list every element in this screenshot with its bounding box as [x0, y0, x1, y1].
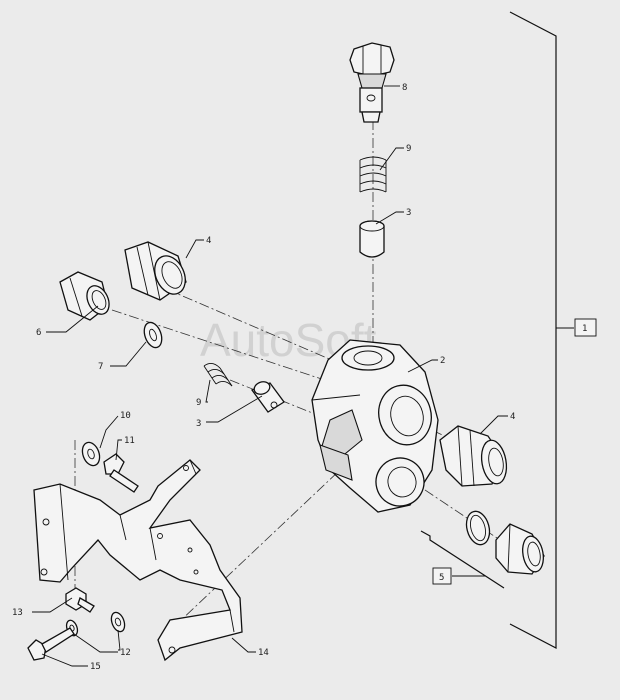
callout-14: 14 [258, 648, 269, 658]
adapter-fitting-4-left [124, 241, 187, 301]
washer-7 [143, 321, 163, 349]
leader-lines [32, 85, 508, 667]
spring-9-middle [203, 363, 233, 387]
valve-body-2 [311, 339, 439, 513]
callout-13: 13 [12, 608, 23, 618]
elbow-fitting-6 [59, 271, 110, 321]
callout-8: 8 [402, 83, 407, 93]
washer-12 [65, 611, 126, 637]
sub-bracket-5 [420, 530, 505, 589]
callout-1: 1 [582, 324, 587, 334]
callout-4-left: 4 [206, 236, 211, 246]
callout-12: 12 [120, 648, 131, 658]
callout-box-5 [432, 567, 452, 585]
spring-9-top [359, 156, 387, 193]
valve-seat-3-top [359, 220, 385, 258]
washer-10 [81, 441, 101, 467]
callout-11: 11 [124, 436, 135, 446]
callout-box-1 [574, 318, 597, 337]
callout-9-top: 9 [406, 144, 411, 154]
adapter-fitting-4-right [439, 425, 508, 487]
callout-5: 5 [439, 573, 444, 583]
callout-4-right: 4 [510, 412, 515, 422]
mounting-bracket-14 [33, 459, 243, 662]
banjo-bolt-8 [349, 42, 395, 123]
valve-seat-3-middle [250, 381, 285, 413]
callout-3-middle: 3 [196, 419, 201, 429]
callout-7: 7 [98, 362, 103, 372]
bolt-13 [65, 587, 95, 613]
bolt-15 [27, 627, 75, 661]
callout-6: 6 [36, 328, 41, 338]
callout-15: 15 [90, 662, 101, 672]
union-fitting-5 [495, 523, 545, 575]
callout-9-middle: 9 [196, 398, 201, 408]
callout-3-top: 3 [406, 208, 411, 218]
o-ring-5 [465, 510, 491, 546]
screw-11 [103, 453, 139, 493]
callout-2: 2 [440, 356, 445, 366]
assembly-bracket [509, 11, 557, 649]
callout-10: 10 [120, 411, 131, 421]
